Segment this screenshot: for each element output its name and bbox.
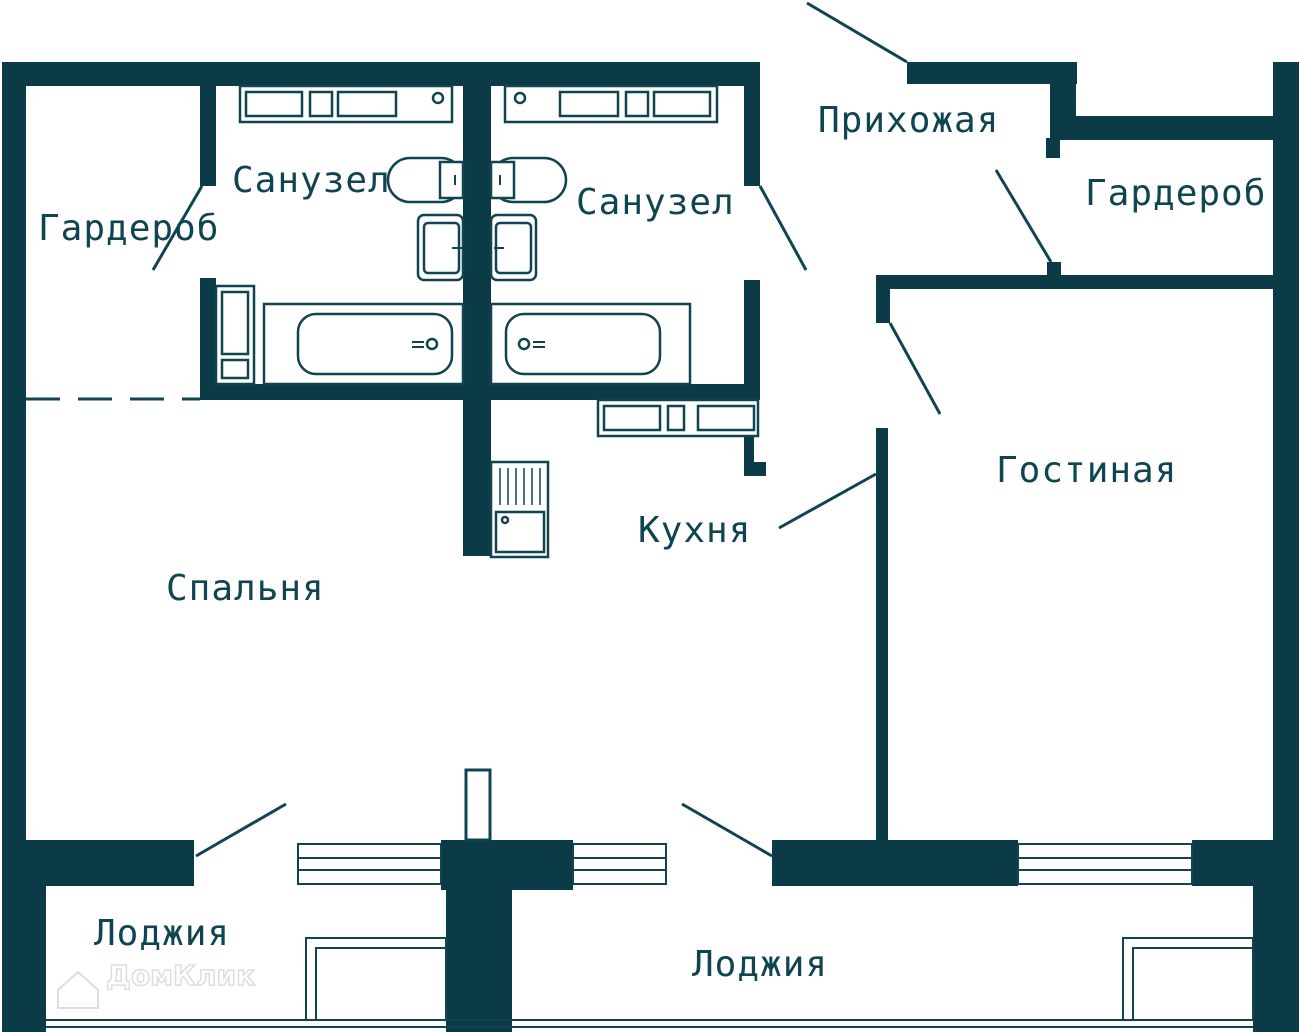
wall-living-top [876, 275, 1276, 289]
washer-right-icon [513, 91, 527, 105]
wall-top-left [2, 62, 760, 86]
door-wardrobe-right-swing [994, 169, 1053, 263]
kitchen-sink-grill [499, 468, 541, 505]
door-bathroom-right-swing [758, 185, 808, 271]
wall-bath-right-upper [744, 86, 760, 186]
wall-wardrobe-left-partition [200, 86, 216, 186]
label-bathroom-right: Санузел [576, 182, 735, 223]
label-wardrobe-left: Гардероб [38, 208, 219, 249]
label-hallway: Прихожая [818, 100, 999, 141]
wall-right-outer [1273, 62, 1299, 884]
wall-kitchen-stub-foot [744, 462, 766, 476]
walls [2, 62, 1299, 1032]
house-logo-icon [57, 970, 99, 1009]
label-wardrobe-right: Гардероб [1085, 173, 1266, 214]
watermark: ДомКлик [57, 958, 256, 1009]
wall-bottom-right [772, 840, 1018, 886]
wall-hall-top-right [1050, 116, 1276, 140]
loggia-right-frame [1122, 937, 1254, 1021]
windows [46, 843, 1254, 1028]
loggia-left-frame [305, 937, 447, 1021]
door-living-swing [888, 322, 942, 415]
label-kitchen: Кухня [638, 510, 751, 551]
wall-bath-left-lower [200, 278, 216, 400]
label-loggia-right: Лоджия [692, 944, 828, 985]
window-right [1017, 843, 1193, 885]
label-loggia-left: Лоджия [94, 913, 230, 954]
wall-wardrobe-door-post [1047, 262, 1061, 276]
wall-bottom-far-right [1192, 840, 1299, 886]
window-left [297, 843, 442, 885]
wall-bottom-center [441, 840, 573, 890]
label-bedroom: Спальня [166, 568, 325, 609]
wall-loggia-right-edge [1253, 886, 1299, 1032]
door-loggia-left-swing [195, 802, 287, 858]
door-swings [26, 1, 1053, 858]
wall-loggia-left-edge [2, 886, 46, 1032]
washer-left-icon [431, 91, 445, 105]
door-loggia-right-swing [681, 802, 773, 858]
label-living-room: Гостиная [996, 450, 1177, 491]
faucet-markers [412, 175, 545, 348]
watermark-text: ДомКлик [106, 959, 255, 992]
wall-bathroom-divider [463, 86, 491, 556]
window-center [572, 843, 667, 885]
wall-living-partition [876, 428, 888, 840]
column-post [464, 768, 492, 842]
wall-living-top-stub [876, 275, 890, 323]
label-bathroom-left: Санузел [232, 160, 391, 201]
door-entrance-swing [806, 1, 908, 64]
wall-bottom-left-block [2, 840, 194, 886]
wall-bath-right-lower [744, 280, 760, 400]
wall-hall-top [907, 62, 1077, 84]
fixtures [214, 84, 760, 559]
door-kitchen-swing [778, 472, 877, 530]
wall-bottom-pillar [446, 886, 512, 1032]
wall-wardrobe-post [1046, 138, 1060, 158]
door-wardrobe-left-swing [151, 185, 204, 271]
